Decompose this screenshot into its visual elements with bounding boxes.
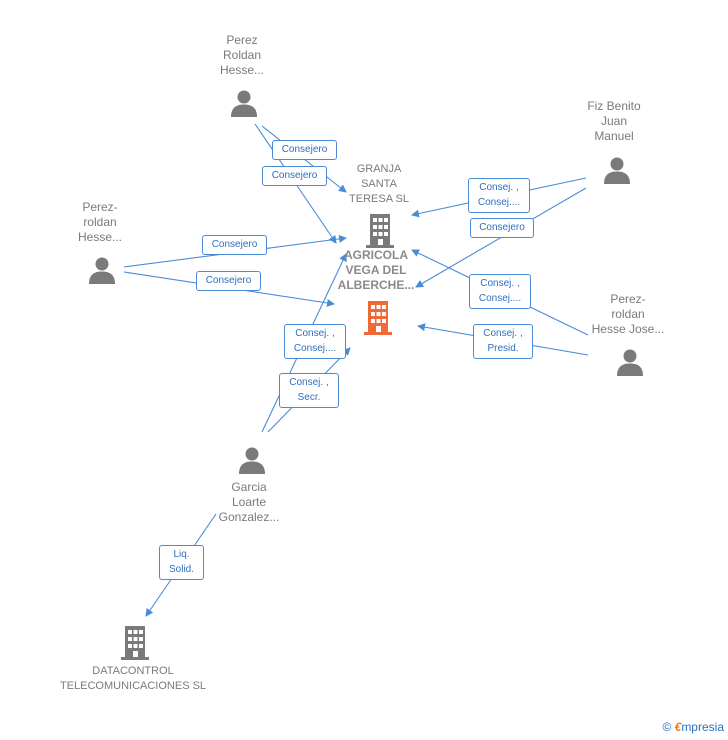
building-icon[interactable]	[119, 624, 151, 660]
edge-label-consej-consej[interactable]: Consej. , Consej....	[284, 324, 346, 359]
edge-label-consej-consej[interactable]: Consej. , Consej....	[469, 274, 531, 309]
edge-label-consejero[interactable]: Consejero	[262, 166, 327, 186]
copyright-icon: ©	[662, 720, 672, 734]
person-icon[interactable]	[87, 255, 117, 285]
node-label-center-company[interactable]: AGRICOLA VEGA DEL ALBERCHE...	[337, 248, 415, 292]
node-label-perez-roldan-left[interactable]: Perez- roldan Hesse...	[77, 200, 122, 244]
edge-label-consej-presid[interactable]: Consej. , Presid.	[473, 324, 533, 359]
empresia-logo-e: €	[674, 720, 682, 734]
person-icon[interactable]	[229, 88, 259, 118]
edge-label-consejero[interactable]: Consejero	[470, 218, 534, 238]
edge-label-consejero[interactable]: Consejero	[196, 271, 261, 291]
empresia-logo-text: mpresia	[681, 720, 724, 734]
node-label-fiz-benito[interactable]: Fiz Benito Juan Manuel	[587, 99, 641, 143]
node-label-perez-roldan-top[interactable]: Perez Roldan Hesse...	[219, 33, 264, 77]
building-icon[interactable]	[364, 212, 396, 248]
person-icon[interactable]	[602, 155, 632, 185]
edge-label-consej-secr[interactable]: Consej. , Secr.	[279, 373, 339, 408]
edge-label-consej-consej[interactable]: Consej. , Consej....	[468, 178, 530, 213]
person-icon[interactable]	[237, 445, 267, 475]
person-icon[interactable]	[615, 347, 645, 377]
node-label-granja[interactable]: GRANJA SANTA TERESA SL	[349, 163, 409, 205]
edge-label-liq-solid[interactable]: Liq. Solid.	[159, 545, 204, 580]
edge-label-consejero[interactable]: Consejero	[272, 140, 337, 160]
building-icon-highlighted[interactable]	[362, 299, 394, 335]
empresia-brand[interactable]: © €mpresia	[662, 720, 724, 734]
node-label-perez-roldan-right[interactable]: Perez- roldan Hesse Jose...	[591, 292, 665, 336]
node-label-garcia-loarte[interactable]: Garcia Loarte Gonzalez...	[218, 480, 280, 524]
edge-label-consejero[interactable]: Consejero	[202, 235, 267, 255]
node-label-datacontrol[interactable]: DATACONTROL TELECOMUNICACIONES SL	[59, 665, 207, 692]
